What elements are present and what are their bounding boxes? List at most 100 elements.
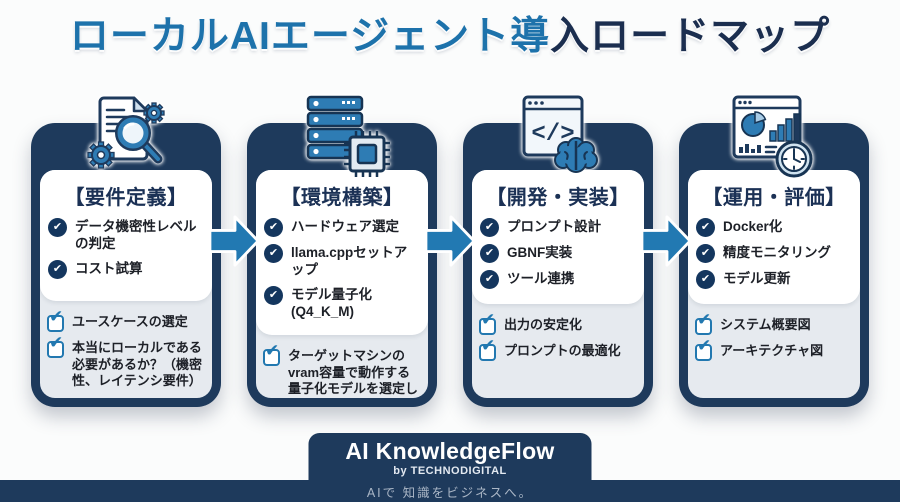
task-list: ✔ データ機密性レベルの判定 ✔ コスト試算	[48, 218, 204, 279]
task-item: ✔ GBNF実装	[480, 244, 636, 263]
document-magnifier-icon	[74, 95, 178, 179]
step-card-operations: 【運用・評価】 ✔ Docker化 ✔ 精度モニタリング ✔ モデル更新 ✔ システム概…	[679, 95, 869, 407]
check-circle-icon: ✔	[264, 285, 283, 305]
checkbox-check-icon: ✔	[481, 336, 496, 355]
checklist-item: ✔ 本当にローカルである必要があるか？（機密性、レイテンシ要件）	[47, 334, 206, 390]
arrow-right-icon	[208, 210, 260, 277]
task-item: ✔ モデル量子化(Q4_K_M)	[264, 285, 420, 321]
task-panel: 【環境構築】 ✔ ハードウェア選定 ✔ llama.cppセットアップ ✔ モデル量子…	[256, 170, 428, 336]
task-item: ✔ ハードウェア選定	[264, 218, 420, 237]
checkbox-icon: ✔	[263, 342, 280, 367]
task-list: ✔ Docker化 ✔ 精度モニタリング ✔ モデル更新	[696, 218, 852, 289]
check-circle-icon: ✔	[696, 218, 715, 237]
task-text: 精度モニタリング	[723, 245, 831, 260]
task-text: ハードウェア選定	[291, 219, 399, 234]
code-window-brain-icon: </>	[506, 95, 610, 179]
roadmap-steps: 【要件定義】 ✔ データ機密性レベルの判定 ✔ コスト試算 ✔ ユースケースの選定 ✔…	[31, 95, 869, 407]
check-circle-icon: ✔	[696, 270, 715, 289]
card-body: 【運用・評価】 ✔ Docker化 ✔ 精度モニタリング ✔ モデル更新 ✔ システム概…	[688, 170, 860, 398]
checkbox-icon: ✔	[479, 337, 496, 361]
check-circle-icon: ✔	[264, 244, 283, 263]
check-circle-icon: ✔	[48, 218, 67, 237]
footer-tagline: AIで 知識をビジネスへ。	[366, 485, 534, 500]
task-text: コスト試算	[75, 260, 143, 276]
checkbox-check-icon: ✔	[265, 341, 280, 361]
checklist: ✔ 出力の安定化 ✔ プロンプトの最適化	[472, 304, 644, 369]
brand-byline: by TECHNODIGITAL	[393, 465, 507, 477]
checklist-text: アーキテクチャ図	[720, 343, 824, 358]
task-text: プロンプト設計	[507, 219, 602, 234]
task-item: ✔ 精度モニタリング	[696, 244, 852, 263]
checklist: ✔ターゲットマシンのvram容量で動作する量子化モデルを選定したか？ ✔メモリ管…	[256, 335, 428, 398]
task-item: ✔ データ機密性レベルの判定	[48, 218, 204, 253]
check-circle-icon: ✔	[480, 244, 499, 263]
checkbox-check-icon: ✔	[49, 333, 64, 352]
checkbox-icon: ✔	[47, 308, 64, 332]
check-circle-icon: ✔	[696, 244, 715, 263]
check-circle-icon: ✔	[480, 218, 499, 237]
checklist-item: ✔ ターゲットマシンのvram容量で動作する量子化モデルを選定したか？	[263, 342, 422, 398]
checkbox-check-icon: ✔	[697, 310, 712, 329]
task-item: ✔ llama.cppセットアップ	[264, 244, 420, 279]
task-list: ✔ プロンプト設計 ✔ GBNF実装 ✔ ツール連携	[480, 218, 636, 289]
task-panel: 【要件定義】 ✔ データ機密性レベルの判定 ✔ コスト試算	[40, 170, 212, 301]
brand-name: AI KnowledgeFlow	[345, 438, 555, 464]
task-text: モデル量子化(Q4_K_M)	[291, 286, 372, 319]
checklist-text: システム概要図	[720, 317, 811, 332]
checklist-item: ✔ ユースケースの選定	[47, 308, 206, 332]
checklist: ✔ システム概要図 ✔ アーキテクチャ図	[688, 304, 860, 369]
task-item: ✔ ツール連携	[480, 270, 636, 289]
checklist-text: ユースケースの選定	[72, 314, 188, 329]
step-header: 【開発・実装】	[486, 187, 630, 209]
card-body: 【開発・実装】 ✔ プロンプト設計 ✔ GBNF実装 ✔ ツール連携 ✔ 出力の安定化 …	[472, 170, 644, 398]
checkbox-icon: ✔	[479, 311, 496, 335]
dashboard-clock-icon	[722, 95, 826, 179]
task-text: データ機密性レベルの判定	[75, 219, 197, 252]
check-circle-icon: ✔	[480, 270, 499, 289]
checkbox-check-icon: ✔	[49, 307, 64, 326]
step-header: 【要件定義】	[64, 187, 188, 209]
checklist: ✔ ユースケースの選定 ✔ 本当にローカルである必要があるか？（機密性、レイテンシ要…	[40, 301, 212, 398]
task-text: ツール連携	[507, 271, 575, 286]
arrow-right-icon	[640, 210, 692, 277]
checkbox-check-icon: ✔	[481, 310, 496, 329]
task-list: ✔ ハードウェア選定 ✔ llama.cppセットアップ ✔ モデル量子化(Q4_K_…	[264, 218, 420, 320]
server-chip-icon	[290, 95, 394, 179]
task-item: ✔ Docker化	[696, 218, 852, 237]
task-text: GBNF実装	[507, 245, 573, 260]
page-title: ローカルAIエージェント導入ロードマップ	[0, 0, 900, 59]
title-rest: 入ロードマップ	[550, 15, 831, 58]
checklist-text: プロンプトの最適化	[504, 343, 621, 358]
task-text: Docker化	[723, 219, 783, 234]
check-circle-icon: ✔	[264, 218, 283, 237]
checklist-text: 本当にローカルである必要があるか？（機密性、レイテンシ要件）	[72, 340, 203, 389]
task-panel: 【運用・評価】 ✔ Docker化 ✔ 精度モニタリング ✔ モデル更新	[688, 170, 860, 304]
checkbox-icon: ✔	[695, 337, 712, 361]
arrow-right-icon	[424, 210, 476, 277]
check-circle-icon: ✔	[48, 259, 67, 279]
card-body: 【環境構築】 ✔ ハードウェア選定 ✔ llama.cppセットアップ ✔ モデル量子…	[256, 170, 428, 398]
checklist-item: ✔ アーキテクチャ図	[695, 337, 854, 361]
brand-badge: AI KnowledgeFlow by TECHNODIGITAL	[308, 433, 592, 480]
checklist-item: ✔ プロンプトの最適化	[479, 337, 638, 361]
step-card-development: </> 【開発・実装】 ✔プロンプト	[463, 95, 653, 407]
checkbox-icon: ✔	[695, 311, 712, 335]
step-header: 【環境構築】	[280, 187, 404, 209]
task-panel: 【開発・実装】 ✔ プロンプト設計 ✔ GBNF実装 ✔ ツール連携	[472, 170, 644, 304]
task-item: ✔ コスト試算	[48, 259, 204, 279]
checklist-item: ✔ システム概要図	[695, 311, 854, 335]
checklist-item: ✔ 出力の安定化	[479, 311, 638, 335]
checklist-text: ターゲットマシンのvram容量で動作する量子化モデルを選定したか？	[288, 348, 419, 398]
task-text: llama.cppセットアップ	[291, 245, 408, 278]
task-text: モデル更新	[723, 271, 791, 286]
title-highlight: ローカルAIエージェント導	[69, 15, 551, 58]
task-item: ✔ モデル更新	[696, 270, 852, 289]
task-item: ✔ プロンプト設計	[480, 218, 636, 237]
checklist-text: 出力の安定化	[504, 317, 583, 332]
step-card-requirements: 【要件定義】 ✔ データ機密性レベルの判定 ✔ コスト試算 ✔ ユースケースの選定 ✔…	[31, 96, 221, 407]
step-card-environment: 【環境構築】 ✔ ハードウェア選定 ✔ llama.cppセットアップ ✔ モデル量子…	[247, 95, 437, 407]
step-header: 【運用・評価】	[702, 187, 846, 209]
card-body: 【要件定義】 ✔ データ機密性レベルの判定 ✔ コスト試算 ✔ ユースケースの選定 ✔…	[40, 170, 212, 398]
checkbox-icon: ✔	[47, 334, 64, 358]
